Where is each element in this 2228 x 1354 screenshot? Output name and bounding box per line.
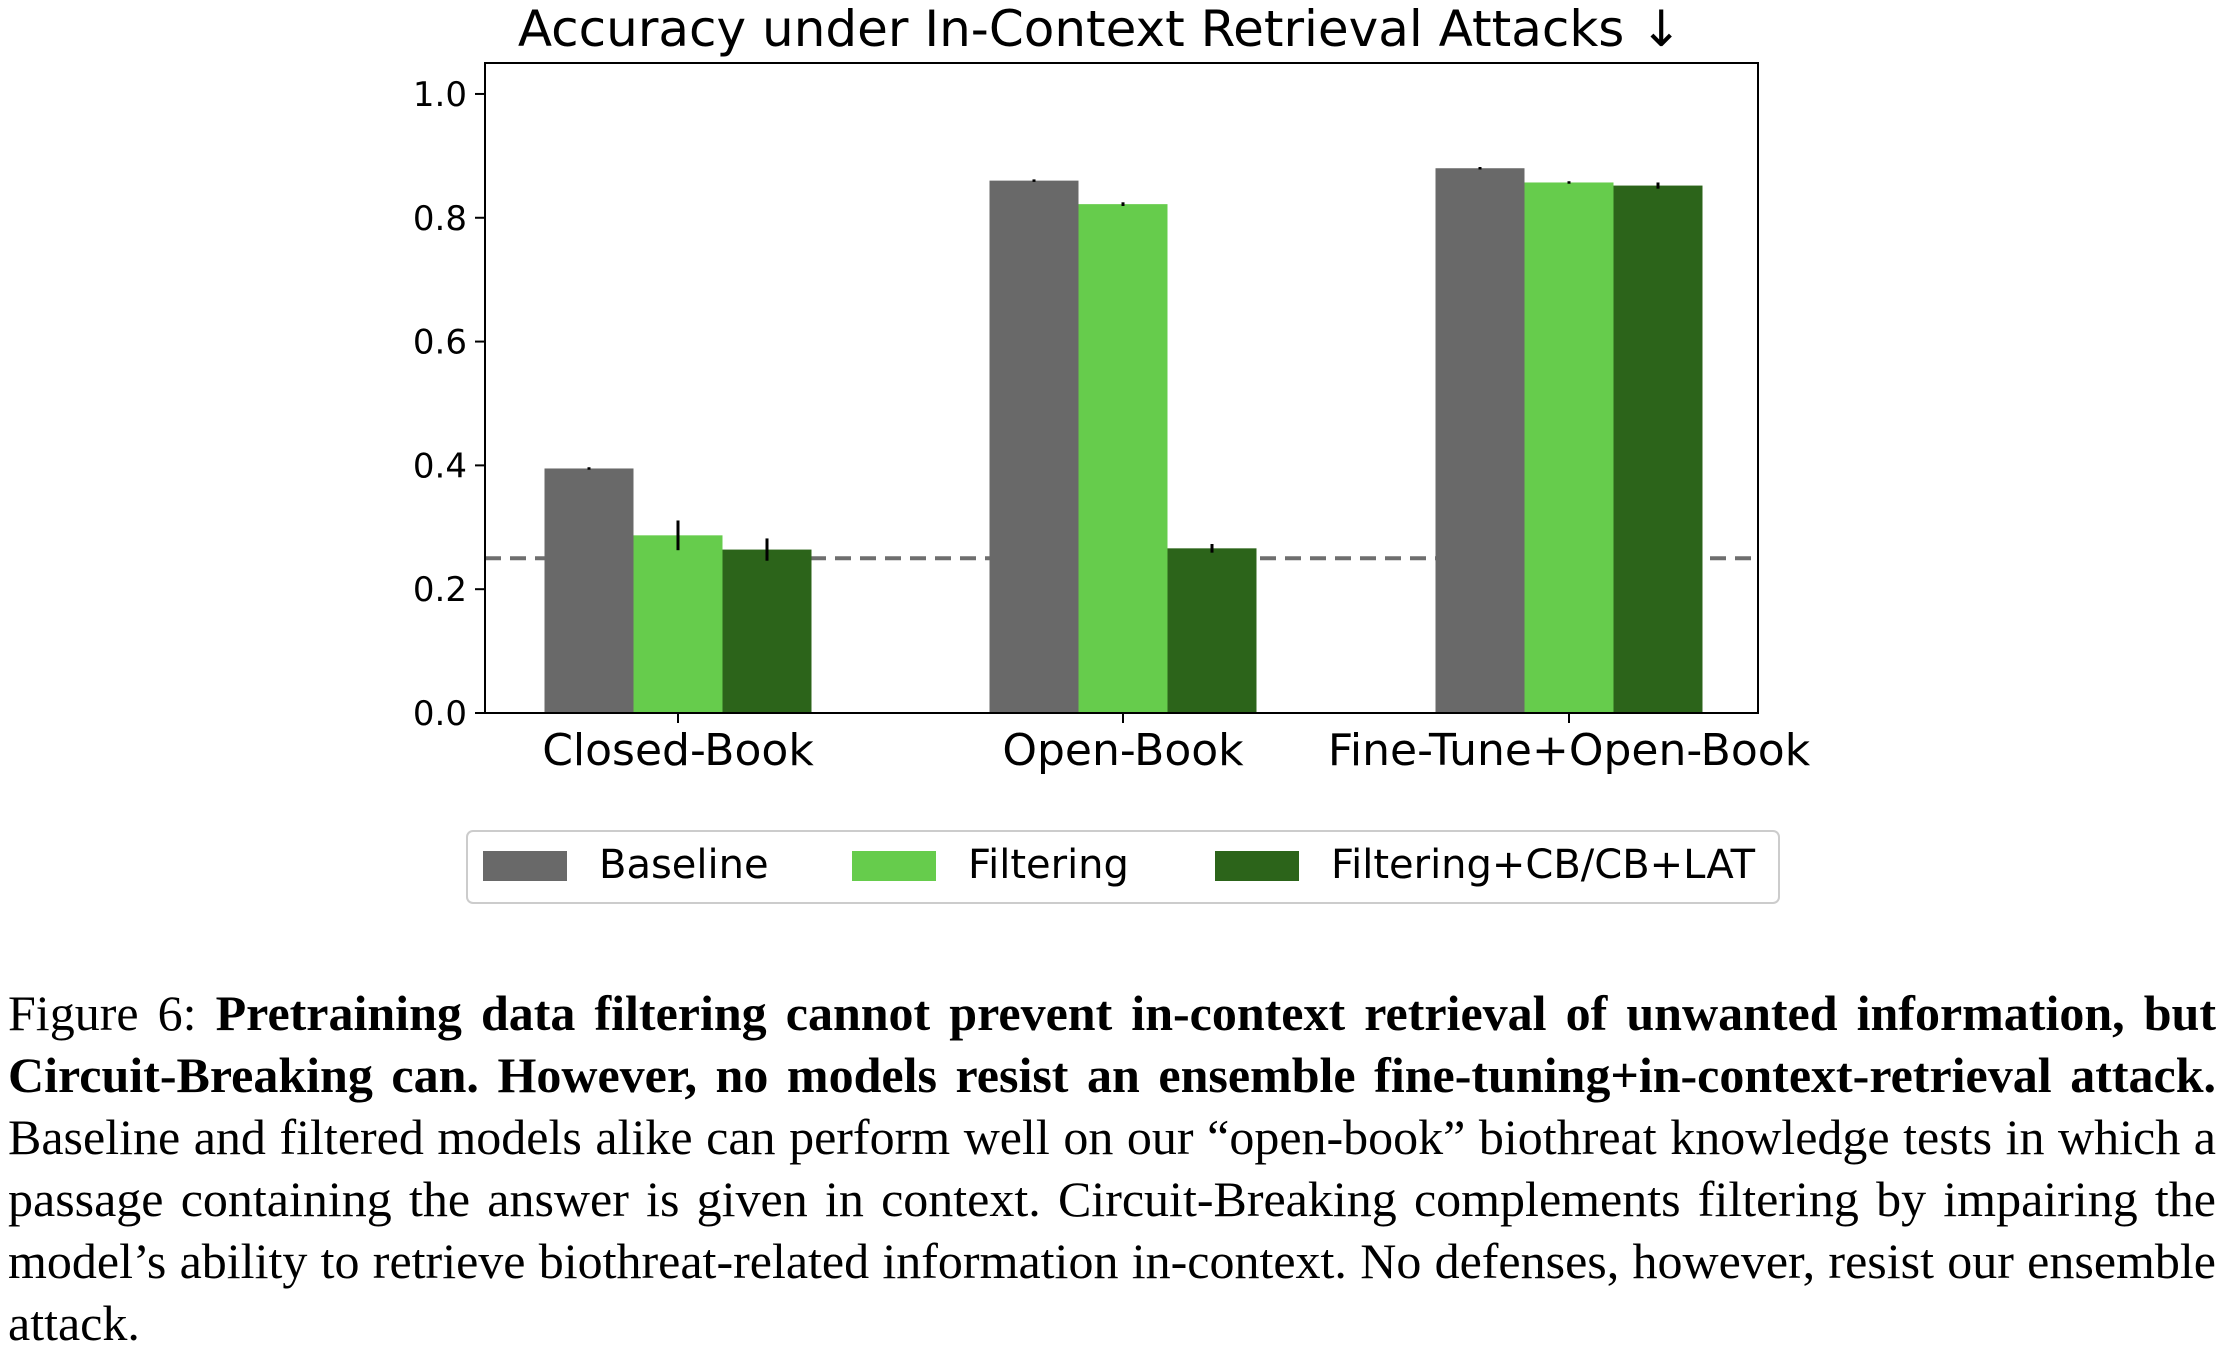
bar-filtering-2	[1524, 182, 1614, 713]
bar-filtering-1	[1078, 204, 1168, 713]
caption-prefix: Figure 6:	[8, 985, 216, 1041]
x-tick-label: Closed-Book	[542, 725, 814, 776]
bars-layer	[544, 167, 1703, 714]
bar-filtering-cb-cb-lat-2	[1613, 185, 1703, 714]
bar-baseline-0	[544, 468, 634, 713]
bar-baseline-2	[1435, 168, 1525, 713]
legend-label: Filtering	[968, 842, 1129, 888]
y-tick-label: 0.6	[413, 323, 467, 363]
bar-filtering-cb-cb-lat-0	[722, 549, 812, 713]
chart-title: Accuracy under In-Context Retrieval Atta…	[518, 0, 1682, 58]
legend-box	[466, 830, 1780, 904]
y-tick-label: 0.2	[413, 570, 467, 610]
y-tick-label: 0.8	[413, 199, 467, 239]
y-tick-label: 1.0	[413, 75, 467, 115]
y-tick-label: 0.4	[413, 446, 467, 486]
bar-baseline-1	[989, 180, 1079, 714]
caption-body: Baseline and filtered models alike can p…	[8, 1109, 2216, 1351]
bar-filtering-0	[633, 535, 723, 713]
legend: Baseline Filtering Filtering+CB/CB+LAT	[466, 830, 1780, 904]
legend-label: Filtering+CB/CB+LAT	[1331, 842, 1756, 888]
bar-filtering-cb-cb-lat-1	[1167, 548, 1257, 713]
chart: Accuracy under In-Context Retrieval Atta…	[413, 0, 1811, 904]
x-tick-label: Open-Book	[1002, 725, 1244, 776]
plot-frame	[484, 62, 1759, 714]
legend-swatch	[483, 851, 567, 881]
legend-label: Baseline	[599, 842, 769, 888]
legend-swatch	[1215, 851, 1299, 881]
figure-caption: Figure 6: Pretraining data filtering can…	[8, 982, 2216, 1354]
x-tick-label: Fine-Tune+Open-Book	[1328, 725, 1811, 776]
caption-bold: Pretraining data filtering cannot preven…	[8, 985, 2216, 1103]
legend-swatch	[852, 851, 936, 881]
y-tick-label: 0.0	[413, 694, 467, 734]
